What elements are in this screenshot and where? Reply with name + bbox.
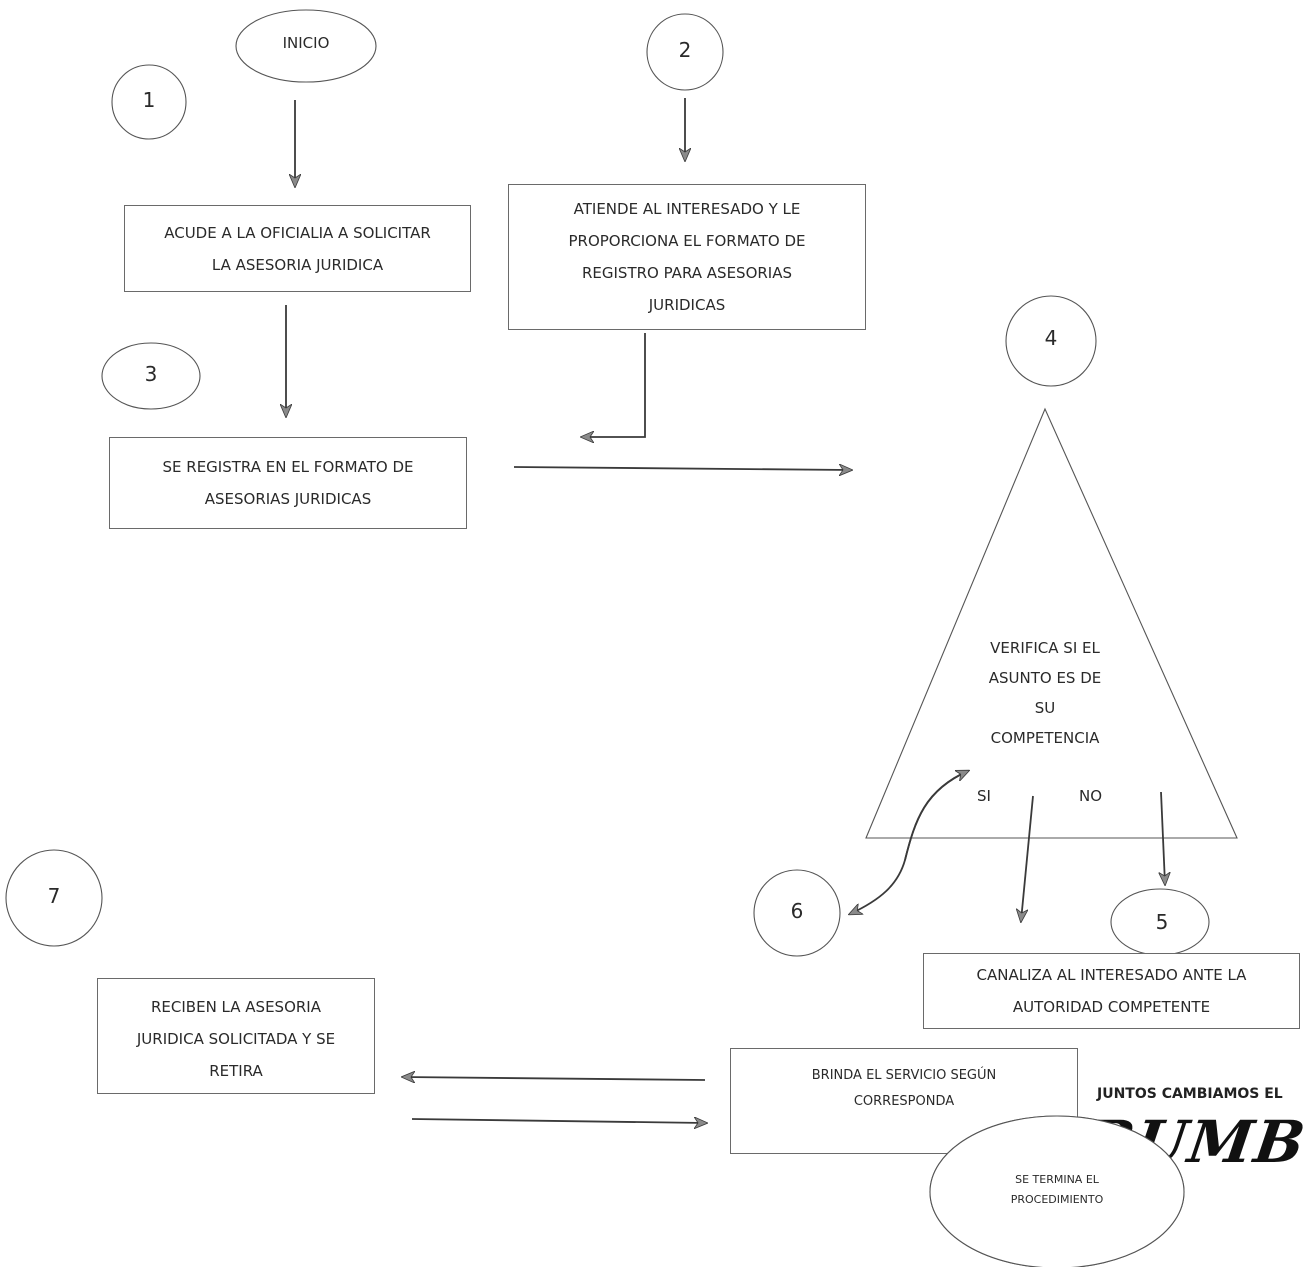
step-3-number: 3 xyxy=(144,362,158,386)
arrow-brinda-to-reciben xyxy=(403,1077,706,1080)
decision-line-1: VERIFICA SI EL xyxy=(990,639,1100,657)
step-2-number: 2 xyxy=(678,38,692,62)
process-registra-line-1: SE REGISTRA EN EL FORMATO DE xyxy=(162,458,414,476)
end-label-line-1: SE TERMINA EL xyxy=(1015,1173,1099,1186)
process-canaliza: CANALIZA AL INTERESADO ANTE LA AUTORIDAD… xyxy=(923,953,1300,1029)
arrow-atiende-to-registra xyxy=(582,333,646,437)
step-7-number: 7 xyxy=(47,884,61,908)
step-5-number: 5 xyxy=(1155,910,1169,934)
decision-yes-label: SI xyxy=(977,787,991,805)
process-atiende: ATIENDE AL INTERESADO Y LE PROPORCIONA E… xyxy=(508,184,866,330)
process-atiende-line-2: PROPORCIONA EL FORMATO DE xyxy=(568,232,806,250)
arrow-no-down xyxy=(1161,791,1165,884)
arrow-reciben-to-brinda xyxy=(411,1119,706,1123)
arrow-registra-to-decision xyxy=(513,467,851,470)
start-label: INICIO xyxy=(282,34,330,52)
step-6-number: 6 xyxy=(790,899,804,923)
step-2-circle xyxy=(646,13,724,91)
process-brinda-line-1: BRINDA EL SERVICIO SEGÚN xyxy=(811,1068,997,1083)
decision-no-label: NO xyxy=(1079,787,1103,805)
process-registra: SE REGISTRA EN EL FORMATO DE ASESORIAS J… xyxy=(109,437,467,529)
decision-line-2: ASUNTO ES DE xyxy=(988,669,1102,687)
logo-tagline: JUNTOS CAMBIAMOS EL xyxy=(1097,1086,1283,1102)
process-atiende-line-4: JURIDICAS xyxy=(648,296,726,314)
end-label-line-2: PROCEDIMIENTO xyxy=(1010,1193,1104,1206)
process-reciben: RECIBEN LA ASESORIA JURIDICA SOLICITADA … xyxy=(97,978,375,1094)
step-7-circle xyxy=(5,849,103,947)
process-brinda: BRINDA EL SERVICIO SEGÚN CORRESPONDA xyxy=(730,1048,1078,1154)
step-1-number: 1 xyxy=(142,88,156,112)
process-canaliza-line-2: AUTORIDAD COMPETENTE xyxy=(1012,998,1211,1016)
decision-line-3: SU xyxy=(1034,699,1056,717)
process-atiende-line-1: ATIENDE AL INTERESADO Y LE xyxy=(573,200,801,218)
process-reciben-line-3: RETIRA xyxy=(209,1062,263,1080)
arrow-si-down xyxy=(1021,795,1034,921)
process-brinda-line-2: CORRESPONDA xyxy=(853,1094,955,1109)
process-acude-line-2: LA ASESORIA JURIDICA xyxy=(211,255,384,274)
process-reciben-line-2: JURIDICA SOLICITADA Y SE xyxy=(136,1030,336,1048)
step-4-number: 4 xyxy=(1044,326,1058,350)
process-registra-line-2: ASESORIAS JURIDICAS xyxy=(204,490,372,508)
process-acude-line-1: ACUDE A LA OFICIALIA A SOLICITAR xyxy=(164,223,431,242)
step-6-circle xyxy=(753,869,841,957)
decision-triangle xyxy=(865,407,1238,839)
step-4-circle xyxy=(1005,295,1097,387)
process-reciben-line-1: RECIBEN LA ASESORIA xyxy=(151,998,321,1016)
step-1-circle xyxy=(111,64,187,140)
process-acude: ACUDE A LA OFICIALIA A SOLICITAR LA ASES… xyxy=(124,205,471,292)
step-3-circle xyxy=(101,342,201,410)
decision-line-4: COMPETENCIA xyxy=(990,729,1100,747)
decision-text: VERIFICA SI EL ASUNTO ES DE SU COMPETENC… xyxy=(955,633,1135,753)
arrow-6-to-si xyxy=(904,771,968,861)
process-atiende-line-3: REGISTRO PARA ASESORIAS xyxy=(581,264,793,282)
end-label: SE TERMINA EL PROCEDIMIENTO xyxy=(987,1170,1127,1210)
process-canaliza-line-1: CANALIZA AL INTERESADO ANTE LA xyxy=(976,966,1247,984)
start-terminator xyxy=(235,9,377,83)
